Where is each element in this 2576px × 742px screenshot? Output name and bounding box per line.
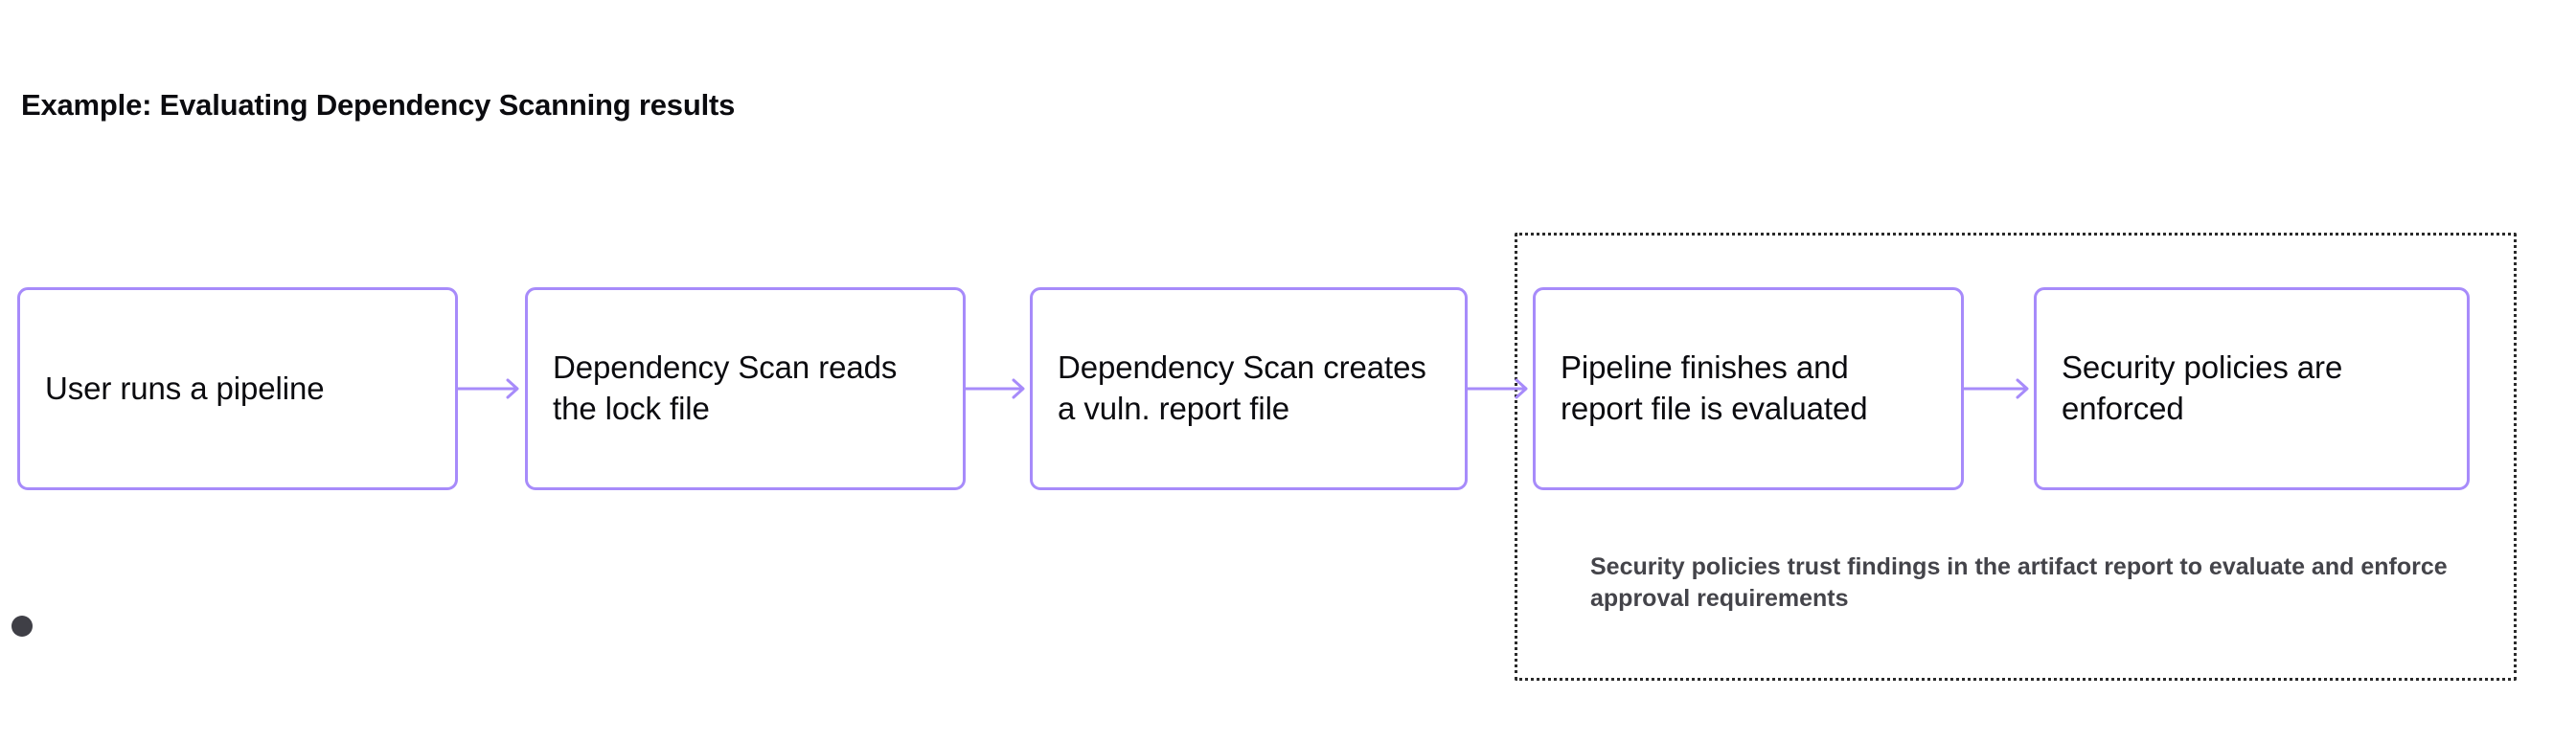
policy-evaluation-group	[1515, 233, 2517, 681]
arrow-2-icon	[964, 378, 1025, 399]
node-dependency-scan-creates-report[interactable]: Dependency Scan creates a vuln. report f…	[1030, 287, 1468, 490]
node-dependency-scan-reads-lock-file[interactable]: Dependency Scan reads the lock file	[525, 287, 966, 490]
arrow-1-icon	[456, 378, 519, 399]
source-handle-dot[interactable]	[11, 616, 33, 637]
node-label: Dependency Scan creates a vuln. report f…	[1058, 349, 1426, 426]
node-pipeline-finishes-report-evaluated[interactable]: Pipeline finishes and report file is eva…	[1533, 287, 1964, 490]
node-label: Security policies are enforced	[2062, 349, 2343, 426]
node-label: Dependency Scan reads the lock file	[553, 349, 898, 426]
page-title: Example: Evaluating Dependency Scanning …	[21, 88, 736, 122]
node-label: Pipeline finishes and report file is eva…	[1561, 349, 1868, 426]
arrow-3-icon	[1466, 378, 1528, 399]
group-caption: Security policies trust findings in the …	[1590, 553, 2448, 612]
node-security-policies-enforced[interactable]: Security policies are enforced	[2034, 287, 2470, 490]
node-label: User runs a pipeline	[45, 370, 325, 406]
node-user-runs-pipeline[interactable]: User runs a pipeline	[11, 287, 458, 637]
arrow-4-icon	[1962, 378, 2029, 399]
